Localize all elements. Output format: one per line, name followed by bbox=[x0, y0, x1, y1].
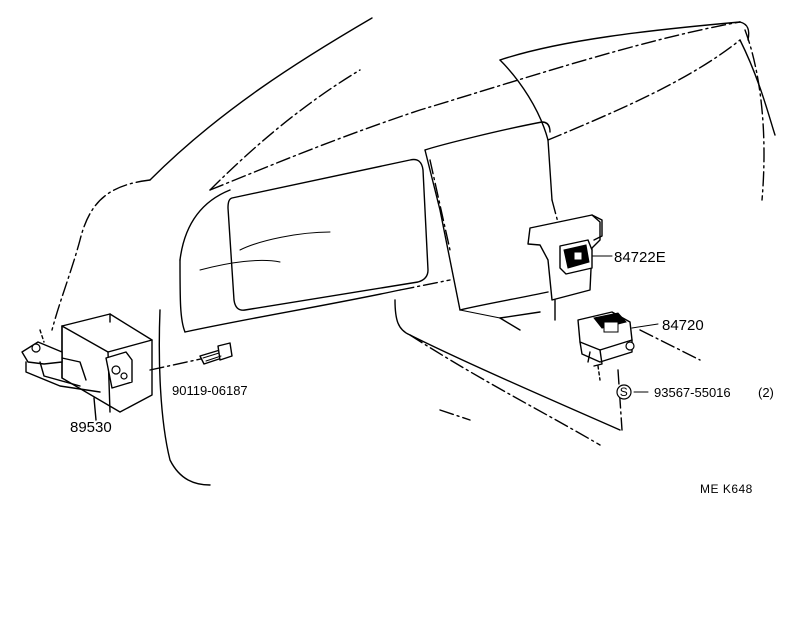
label-84722e: 84722E bbox=[614, 249, 666, 266]
glove-box bbox=[199, 158, 429, 311]
label-84720: 84720 bbox=[662, 317, 704, 334]
switch-housing-84722e bbox=[527, 214, 603, 301]
module-89530 bbox=[21, 313, 211, 421]
bolt-90119-06187 bbox=[199, 342, 233, 365]
s-symbol-circle bbox=[616, 384, 632, 400]
label-90119-06187: 90119-06187 bbox=[172, 383, 248, 398]
label-89530: 89530 bbox=[70, 419, 112, 436]
switch-84720 bbox=[577, 311, 635, 381]
label-93567-55016: 93567-55016 bbox=[654, 385, 731, 400]
leader-lines bbox=[439, 255, 659, 431]
s-symbol: S bbox=[620, 385, 629, 399]
label-qty: (2) bbox=[758, 385, 774, 400]
dashboard-outline bbox=[179, 21, 776, 333]
diagram-code: ME K648 bbox=[700, 482, 753, 496]
body-outline bbox=[51, 17, 373, 486]
center-console bbox=[394, 121, 701, 446]
